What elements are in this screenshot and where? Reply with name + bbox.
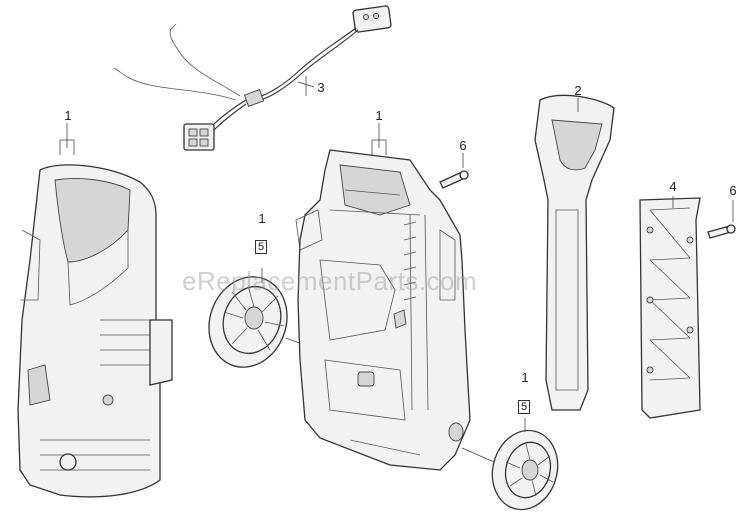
power-cord-harness: [113, 5, 392, 151]
callout-1-main-housing: 1: [375, 108, 383, 123]
main-housing: [295, 149, 471, 471]
callout-6-screw-panel: 6: [729, 183, 737, 198]
handle: [534, 94, 615, 411]
callout-1-wheel-right: 1: [521, 370, 529, 385]
callout-6-screw-frame: 6: [459, 138, 467, 153]
callout-1-front-cover: 1: [64, 108, 72, 123]
watermark-text: eReplacementParts.com: [182, 266, 478, 296]
screw-panel: [707, 224, 736, 239]
screw-frame: [439, 170, 469, 189]
callout-1-wheel-left: 1: [258, 211, 266, 226]
back-panel: [639, 197, 701, 419]
callout-5-wheel-left: 5: [255, 240, 268, 254]
callout-5-wheel-right: 5: [518, 400, 531, 414]
callout-2-handle: 2: [574, 83, 582, 98]
front-cover: [17, 164, 173, 498]
wheel-right: [491, 429, 559, 511]
callout-3-power-cord: 3: [317, 80, 325, 95]
callout-4-back-panel: 4: [669, 179, 677, 194]
wheel-left: [208, 276, 288, 368]
